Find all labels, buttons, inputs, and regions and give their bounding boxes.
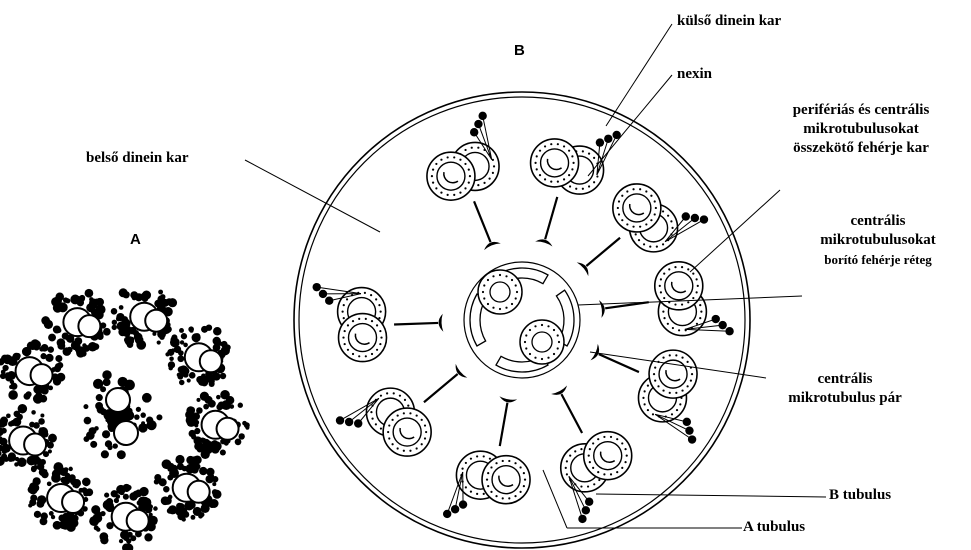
micrograph-doublet (111, 288, 177, 349)
leader-line (588, 75, 672, 176)
radial-spoke (424, 374, 458, 402)
label-inner-dynein-arm: belső dinein kar (86, 149, 189, 168)
spoke-head (551, 386, 567, 395)
radial-spoke (545, 197, 557, 239)
radial-spoke (561, 394, 582, 433)
axoneme-schematic (245, 24, 826, 548)
radial-spoke (500, 403, 508, 446)
doublet (443, 451, 530, 518)
a-tubule (531, 139, 579, 187)
label-outer-dynein-arm: külső dinein kar (677, 12, 781, 31)
central-microtubule (478, 270, 522, 314)
a-tubule (655, 262, 703, 310)
micrograph-doublet (185, 390, 250, 459)
leader-line (690, 190, 780, 272)
label-central-sheath-line2: mikrotubulusokat (788, 231, 968, 250)
central-microtubule (520, 320, 564, 364)
leader-line (596, 494, 826, 497)
leader-line (245, 160, 380, 232)
a-tubule (584, 432, 632, 480)
label-radial-spoke: perifériás és centrális mikrotubulusokat… (750, 101, 971, 158)
doublet (638, 350, 697, 444)
doublet (531, 131, 621, 194)
panel-label-a: A (130, 231, 141, 248)
label-central-pair: centrális mikrotubulus pár (760, 370, 930, 408)
label-radial-spoke-line3: összekötő fehérje kar (750, 139, 971, 158)
a-tubule (339, 314, 387, 362)
micrograph-doublet (165, 324, 230, 386)
a-tubule (383, 408, 431, 456)
a-tubule (613, 184, 661, 232)
micrograph-center (83, 370, 162, 459)
micrograph-doublet (154, 455, 222, 522)
panel-label-b: B (514, 42, 525, 59)
micrograph-doublet (89, 484, 158, 550)
micrograph-cross-section (0, 288, 250, 550)
label-a-tubule: A tubulus (743, 518, 805, 537)
label-central-pair-line1: centrális (760, 370, 930, 389)
a-tubule (649, 350, 697, 398)
label-radial-spoke-line2: mikrotubulusokat (750, 120, 971, 139)
spoke-head (535, 239, 552, 246)
radial-spoke (586, 238, 620, 266)
label-nexin: nexin (677, 65, 712, 84)
doublet (313, 283, 387, 362)
spoke-head (439, 314, 444, 332)
doublet (561, 432, 632, 523)
micrograph-doublet (0, 404, 57, 472)
doublet (427, 112, 499, 200)
spoke-head (484, 242, 501, 250)
micrograph-doublet (0, 339, 65, 403)
central-apparatus (464, 262, 580, 378)
leader-line (606, 24, 672, 126)
a-tubule (427, 152, 475, 200)
label-central-sheath-line1: centrális (788, 212, 968, 231)
dynein-arms (655, 414, 696, 443)
doublet (613, 184, 708, 252)
spoke-head (499, 396, 517, 402)
a-tubule (482, 456, 530, 504)
doublet (336, 388, 431, 456)
radial-spoke (394, 323, 438, 325)
label-radial-spoke-line1: perifériás és centrális (750, 101, 971, 120)
radial-spoke (599, 354, 639, 372)
label-central-sheath-line3: borító fehérje réteg (788, 250, 968, 269)
micrograph-doublet (28, 462, 94, 532)
label-b-tubule: B tubulus (829, 486, 891, 505)
radial-spoke (474, 201, 490, 242)
spoke-head (599, 300, 605, 318)
label-central-pair-line2: mikrotubulus pár (760, 389, 930, 408)
label-central-sheath: centrális mikrotubulusokat borító fehérj… (788, 212, 968, 269)
